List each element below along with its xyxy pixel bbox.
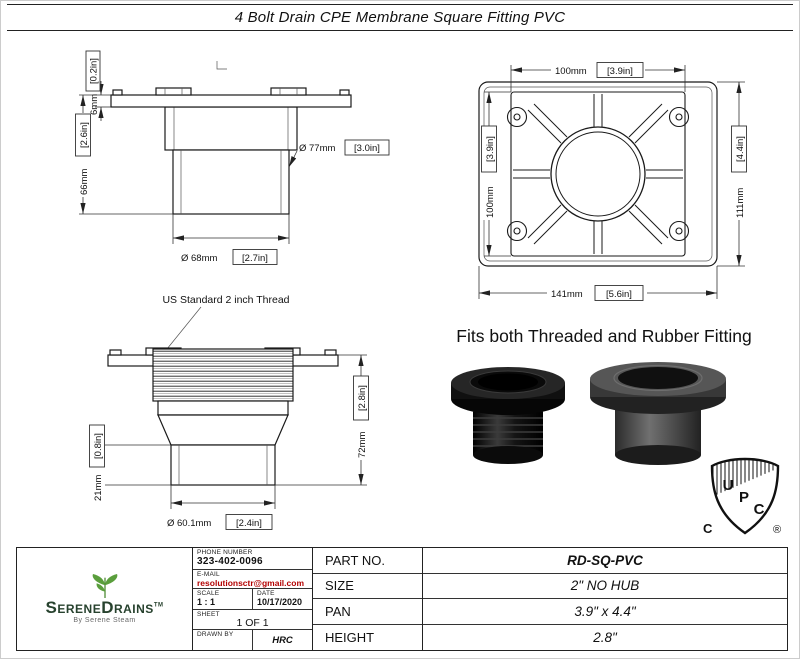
scale-cell: SCALE 1 : 1 (193, 589, 252, 609)
email-value: resolutionsctr@gmail.com (197, 578, 305, 589)
brand-name: SereneDrainsTM (45, 598, 164, 617)
dim-60mm-label: Ø 60.1mm (167, 518, 211, 529)
upc-letter-c: C (754, 501, 765, 518)
dim-68mm-inch-label: [2.7in] (242, 253, 268, 264)
upc-letter-p: P (739, 489, 749, 506)
brand-tagline: By Serene Steam (73, 617, 136, 624)
date-value: 10/17/2020 (257, 597, 303, 608)
drawing-title-bar: 4 Bolt Drain CPE Membrane Square Fitting… (7, 4, 793, 31)
top-view-drawing: 100mm [3.9in] 100mm [3.9in] 111mm (478, 62, 747, 301)
dim-77mm-label: Ø 77mm (299, 143, 336, 154)
brand-tm: TM (153, 602, 164, 609)
dim-77mm: Ø 77mm [3.0in] (288, 139, 390, 168)
dim-21mm-label: 21mm (93, 475, 104, 501)
dim-21mm-inch-label: [0.8in] (93, 433, 104, 459)
drawn-by-value: HRC (252, 630, 312, 650)
product-photo-threaded (451, 367, 565, 464)
dim-100mm-left-inch-label: [3.9in] (485, 136, 496, 162)
dim-72mm: 72mm [2.8in] (275, 354, 369, 486)
size-label: SIZE (313, 574, 422, 599)
size-value: 2" NO HUB (423, 574, 787, 599)
email-row: E-MAIL resolutionsctr@gmail.com (193, 570, 312, 589)
drawn-by-cell: DRAWN BY (193, 630, 252, 650)
product-photo-rubber (590, 362, 726, 465)
side-view-flange (110, 87, 352, 108)
dim-72mm-label: 72mm (357, 432, 368, 458)
center-opening (550, 126, 646, 222)
pan-label: PAN (313, 599, 422, 625)
title-block-info: PHONE NUMBER 323-402-0096 E-MAIL resolut… (193, 548, 313, 650)
drawn-by-row: DRAWN BY HRC (193, 630, 312, 650)
thread-note-label: US Standard 2 inch Thread (162, 294, 289, 306)
dim-68mm: Ø 68mm [2.7in] (172, 214, 290, 265)
spec-values-column: RD-SQ-PVC 2" NO HUB 3.9" x 4.4" 2.8" (423, 548, 787, 650)
date-label: DATE (257, 590, 275, 597)
dim-141mm-bottom: 141mm [5.6in] (478, 266, 718, 301)
dim-66mm-inch-label: [2.6in] (79, 122, 90, 148)
dim-6mm-inch-label: [0.2in] (89, 58, 100, 84)
drawn-by-label: DRAWN BY (197, 631, 234, 638)
dim-141mm-label: 141mm (551, 289, 583, 300)
dim-77mm-inch-label: [3.0in] (354, 143, 380, 154)
sheet-label: SHEET (197, 611, 220, 618)
side-view-body (164, 106, 298, 215)
sheet-row: SHEET 1 OF 1 (193, 610, 312, 630)
dim-72mm-inch-label: [2.8in] (357, 385, 368, 411)
reinforcement-ribs (513, 94, 683, 254)
upc-certification-logo: U P C C ® (703, 457, 781, 536)
side-view-drawing: 66mm [2.6in] 6mm [0.2in] Ø 77mm [3.0in] (75, 50, 390, 265)
dim-111mm-label: 111mm (735, 188, 746, 218)
dim-6mm: 6mm [0.2in] (85, 50, 111, 121)
sheet-value: 1 OF 1 (236, 617, 269, 630)
thread-view-drawing: US Standard 2 inch Thread 72mm (89, 294, 369, 530)
spec-labels-column: PART NO. SIZE PAN HEIGHT (313, 548, 423, 650)
drawing-title: 4 Bolt Drain CPE Membrane Square Fitting… (234, 9, 566, 26)
dim-100mm-left-label: 100mm (485, 186, 496, 218)
upc-letters: U P C (723, 477, 765, 518)
email-label: E-MAIL (197, 571, 220, 578)
height-value: 2.8" (593, 629, 617, 645)
dim-60mm-inch-label: [2.4in] (236, 518, 262, 529)
dim-141mm-inch-label: [5.6in] (606, 289, 632, 300)
date-cell: DATE 10/17/2020 (252, 589, 312, 609)
phone-value: 323-402-0096 (197, 556, 263, 568)
phone-row: PHONE NUMBER 323-402-0096 (193, 548, 312, 570)
center-mark-icon (216, 61, 227, 70)
part-no-label: PART NO. (313, 548, 422, 574)
fitting-note: Fits both Threaded and Rubber Fitting (456, 326, 752, 346)
dim-21mm: 21mm [0.8in] (89, 424, 171, 503)
dim-111mm-inch-label: [4.4in] (735, 136, 746, 162)
dim-68mm-label: Ø 68mm (181, 253, 218, 264)
dim-60mm: Ø 60.1mm [2.4in] (167, 485, 276, 530)
upc-registered-mark: ® (773, 524, 781, 536)
product-photos (451, 362, 726, 465)
scale-value: 1 : 1 (197, 597, 216, 608)
scale-label: SCALE (197, 590, 220, 597)
thread-view-body (157, 400, 289, 486)
pan-value: 3.9" x 4.4" (423, 599, 787, 625)
leaf-icon (92, 574, 117, 598)
brand-logo: SereneDrainsTM By Serene Steam (17, 548, 193, 650)
dim-6mm-label: 6mm (89, 94, 100, 115)
phone-label: PHONE NUMBER (197, 549, 253, 556)
title-block: SereneDrainsTM By Serene Steam PHONE NUM… (16, 547, 788, 651)
dim-100mm-top-inch-label: [3.9in] (607, 66, 633, 77)
height-label: HEIGHT (325, 629, 375, 645)
dim-100mm-top: 100mm [3.9in] (510, 62, 686, 92)
dim-100mm-top-label: 100mm (555, 66, 587, 77)
part-no-value: RD-SQ-PVC (423, 548, 787, 574)
scale-date-row: SCALE 1 : 1 DATE 10/17/2020 (193, 589, 312, 610)
dim-66mm: 66mm [2.6in] (75, 94, 173, 215)
thread-view-threads (152, 348, 294, 402)
dim-66mm-label: 66mm (79, 169, 90, 195)
top-view-plate (478, 81, 718, 267)
bolt-holes (506, 106, 690, 242)
dim-111mm-right: 111mm [4.4in] (717, 81, 747, 267)
upc-c-mark: C (703, 521, 713, 536)
dim-100mm-left: 100mm [3.9in] (481, 91, 511, 257)
upc-letter-u: U (723, 477, 734, 494)
